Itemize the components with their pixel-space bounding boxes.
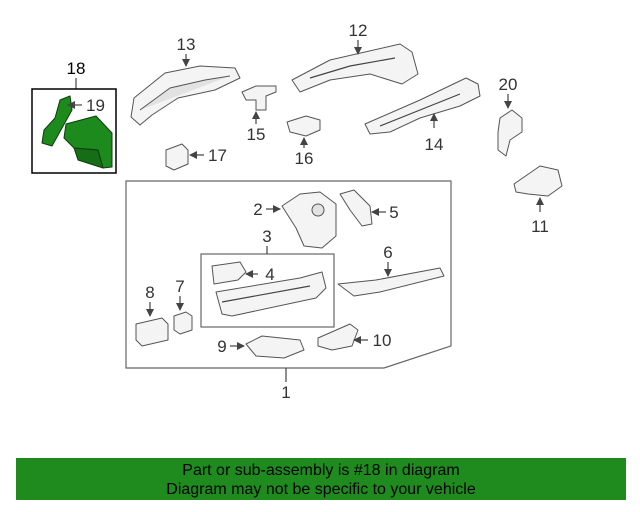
callout-15: 15	[247, 125, 266, 144]
banner-line-1: Part or sub-assembly is #18 in diagram	[182, 462, 460, 479]
part-16-group[interactable]: 16	[286, 115, 321, 168]
part-7-group[interactable]: 7	[173, 277, 193, 335]
callout-5: 5	[389, 203, 398, 222]
part-13-detail	[139, 75, 231, 111]
part-12-group[interactable]: 12	[291, 21, 419, 93]
part-14-detail	[379, 93, 461, 127]
assembly-1-box	[125, 180, 452, 369]
callout-3: 3	[262, 227, 271, 246]
part-2[interactable]	[281, 191, 337, 249]
part-15-group[interactable]: 15	[241, 85, 277, 144]
part-12[interactable]	[291, 43, 419, 93]
part-14-group[interactable]: 14	[364, 77, 481, 154]
part-8[interactable]	[135, 317, 169, 347]
part-2-group[interactable]: 2	[253, 191, 337, 249]
part-15[interactable]	[241, 85, 277, 111]
part-13-group[interactable]: 13	[130, 35, 241, 126]
part-9-group[interactable]: 9	[217, 335, 305, 359]
part-11-group[interactable]: 11	[513, 165, 563, 236]
part-7[interactable]	[173, 311, 193, 335]
part-6[interactable]	[337, 267, 445, 297]
callout-1: 1	[281, 383, 290, 402]
info-banner: Part or sub-assembly is #18 in diagram D…	[16, 458, 626, 500]
part-13[interactable]	[130, 65, 241, 126]
part-5[interactable]	[339, 189, 373, 227]
sub-assembly-3-group[interactable]: 3 4	[200, 227, 335, 328]
callout-9: 9	[217, 337, 226, 356]
part-4[interactable]	[211, 261, 247, 285]
callout-11: 11	[531, 217, 549, 236]
callout-8: 8	[145, 283, 154, 302]
callout-13: 13	[177, 35, 196, 54]
part-17-group[interactable]: 17	[165, 143, 227, 171]
callout-12: 12	[349, 21, 368, 40]
callout-14: 14	[425, 135, 444, 154]
part-20[interactable]	[497, 109, 523, 157]
banner-line-2: Diagram may not be specific to your vehi…	[166, 481, 476, 498]
callout-4: 4	[265, 265, 274, 284]
part-18-rail-face	[73, 147, 104, 169]
part-16[interactable]	[286, 115, 321, 137]
callout-10: 10	[373, 331, 392, 350]
part-5-group[interactable]: 5	[339, 189, 399, 227]
callout-7: 7	[175, 277, 184, 296]
callout-17: 17	[208, 146, 227, 165]
part-9[interactable]	[245, 335, 305, 359]
part-20-group[interactable]: 20	[497, 75, 523, 157]
part-17[interactable]	[165, 143, 189, 171]
callout-20: 20	[499, 75, 518, 94]
part-18-group[interactable]: 18 19	[31, 59, 117, 174]
part-6-group[interactable]: 6	[337, 243, 445, 297]
callout-18: 18	[67, 59, 86, 78]
callout-16: 16	[295, 149, 314, 168]
part-11[interactable]	[513, 165, 563, 197]
callout-19: 19	[86, 96, 105, 115]
part-10-group[interactable]: 10	[317, 323, 392, 351]
part-8-group[interactable]: 8	[135, 283, 169, 347]
part-12-detail	[309, 57, 396, 79]
part-2-hole	[311, 203, 325, 217]
parts-diagram: 18 19 13 12 15 16 14	[31, 21, 563, 402]
callout-6: 6	[383, 243, 392, 262]
callout-2: 2	[253, 200, 262, 219]
part-10[interactable]	[317, 323, 359, 351]
part-19-bracket[interactable]	[41, 95, 73, 147]
part-3-detail	[221, 285, 311, 303]
part-3-rail[interactable]	[215, 271, 327, 317]
